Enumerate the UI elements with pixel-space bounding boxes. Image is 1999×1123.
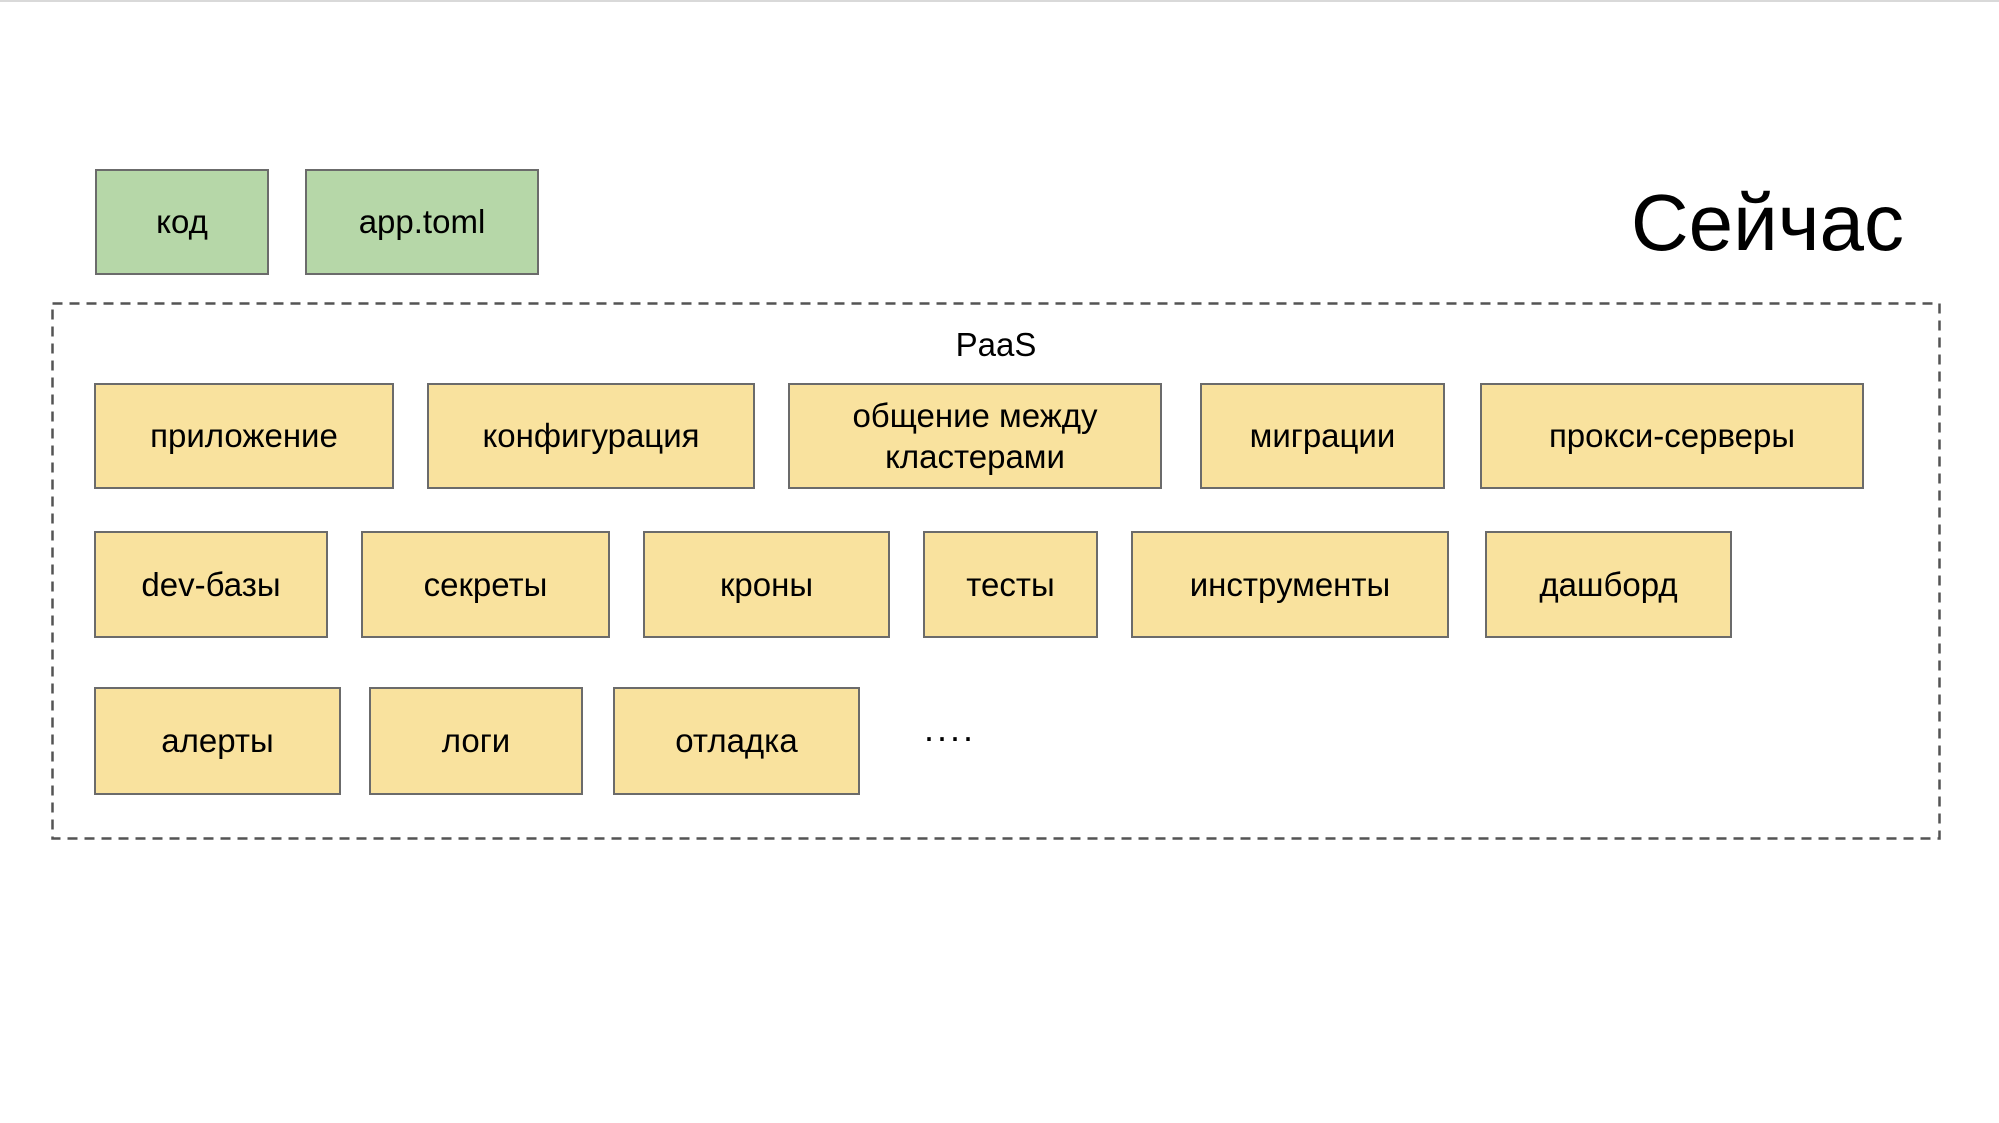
top-edge-line [0, 0, 1999, 2]
feature-box-crons: кроны [643, 531, 890, 638]
feature-box-secrets: секреты [361, 531, 610, 638]
feature-box-tests: тесты [923, 531, 1098, 638]
feature-box-tools: инструменты [1131, 531, 1449, 638]
feature-box-application: приложение [94, 383, 394, 489]
feature-box-proxy-servers: прокси-серверы [1480, 383, 1864, 489]
paas-container: PaaS [51, 302, 1941, 840]
feature-box-dashboard: дашборд [1485, 531, 1732, 638]
slide-title: Сейчас [1630, 178, 1904, 267]
feature-box-alerts: алерты [94, 687, 341, 795]
feature-box-logs: логи [369, 687, 583, 795]
feature-box-debugging: отладка [613, 687, 860, 795]
paas-label: PaaS [955, 326, 1037, 363]
feature-box-migrations: миграции [1200, 383, 1445, 489]
feature-box-dev-databases: dev-базы [94, 531, 328, 638]
feature-box-configuration: конфигурация [427, 383, 755, 489]
feature-box-cluster-communication: общение между кластерами [788, 383, 1162, 489]
more-items-dots: .... [923, 708, 976, 749]
paas-dashed-border [51, 302, 1941, 840]
app-toml-box: app.toml [305, 169, 539, 275]
code-box: код [95, 169, 269, 275]
